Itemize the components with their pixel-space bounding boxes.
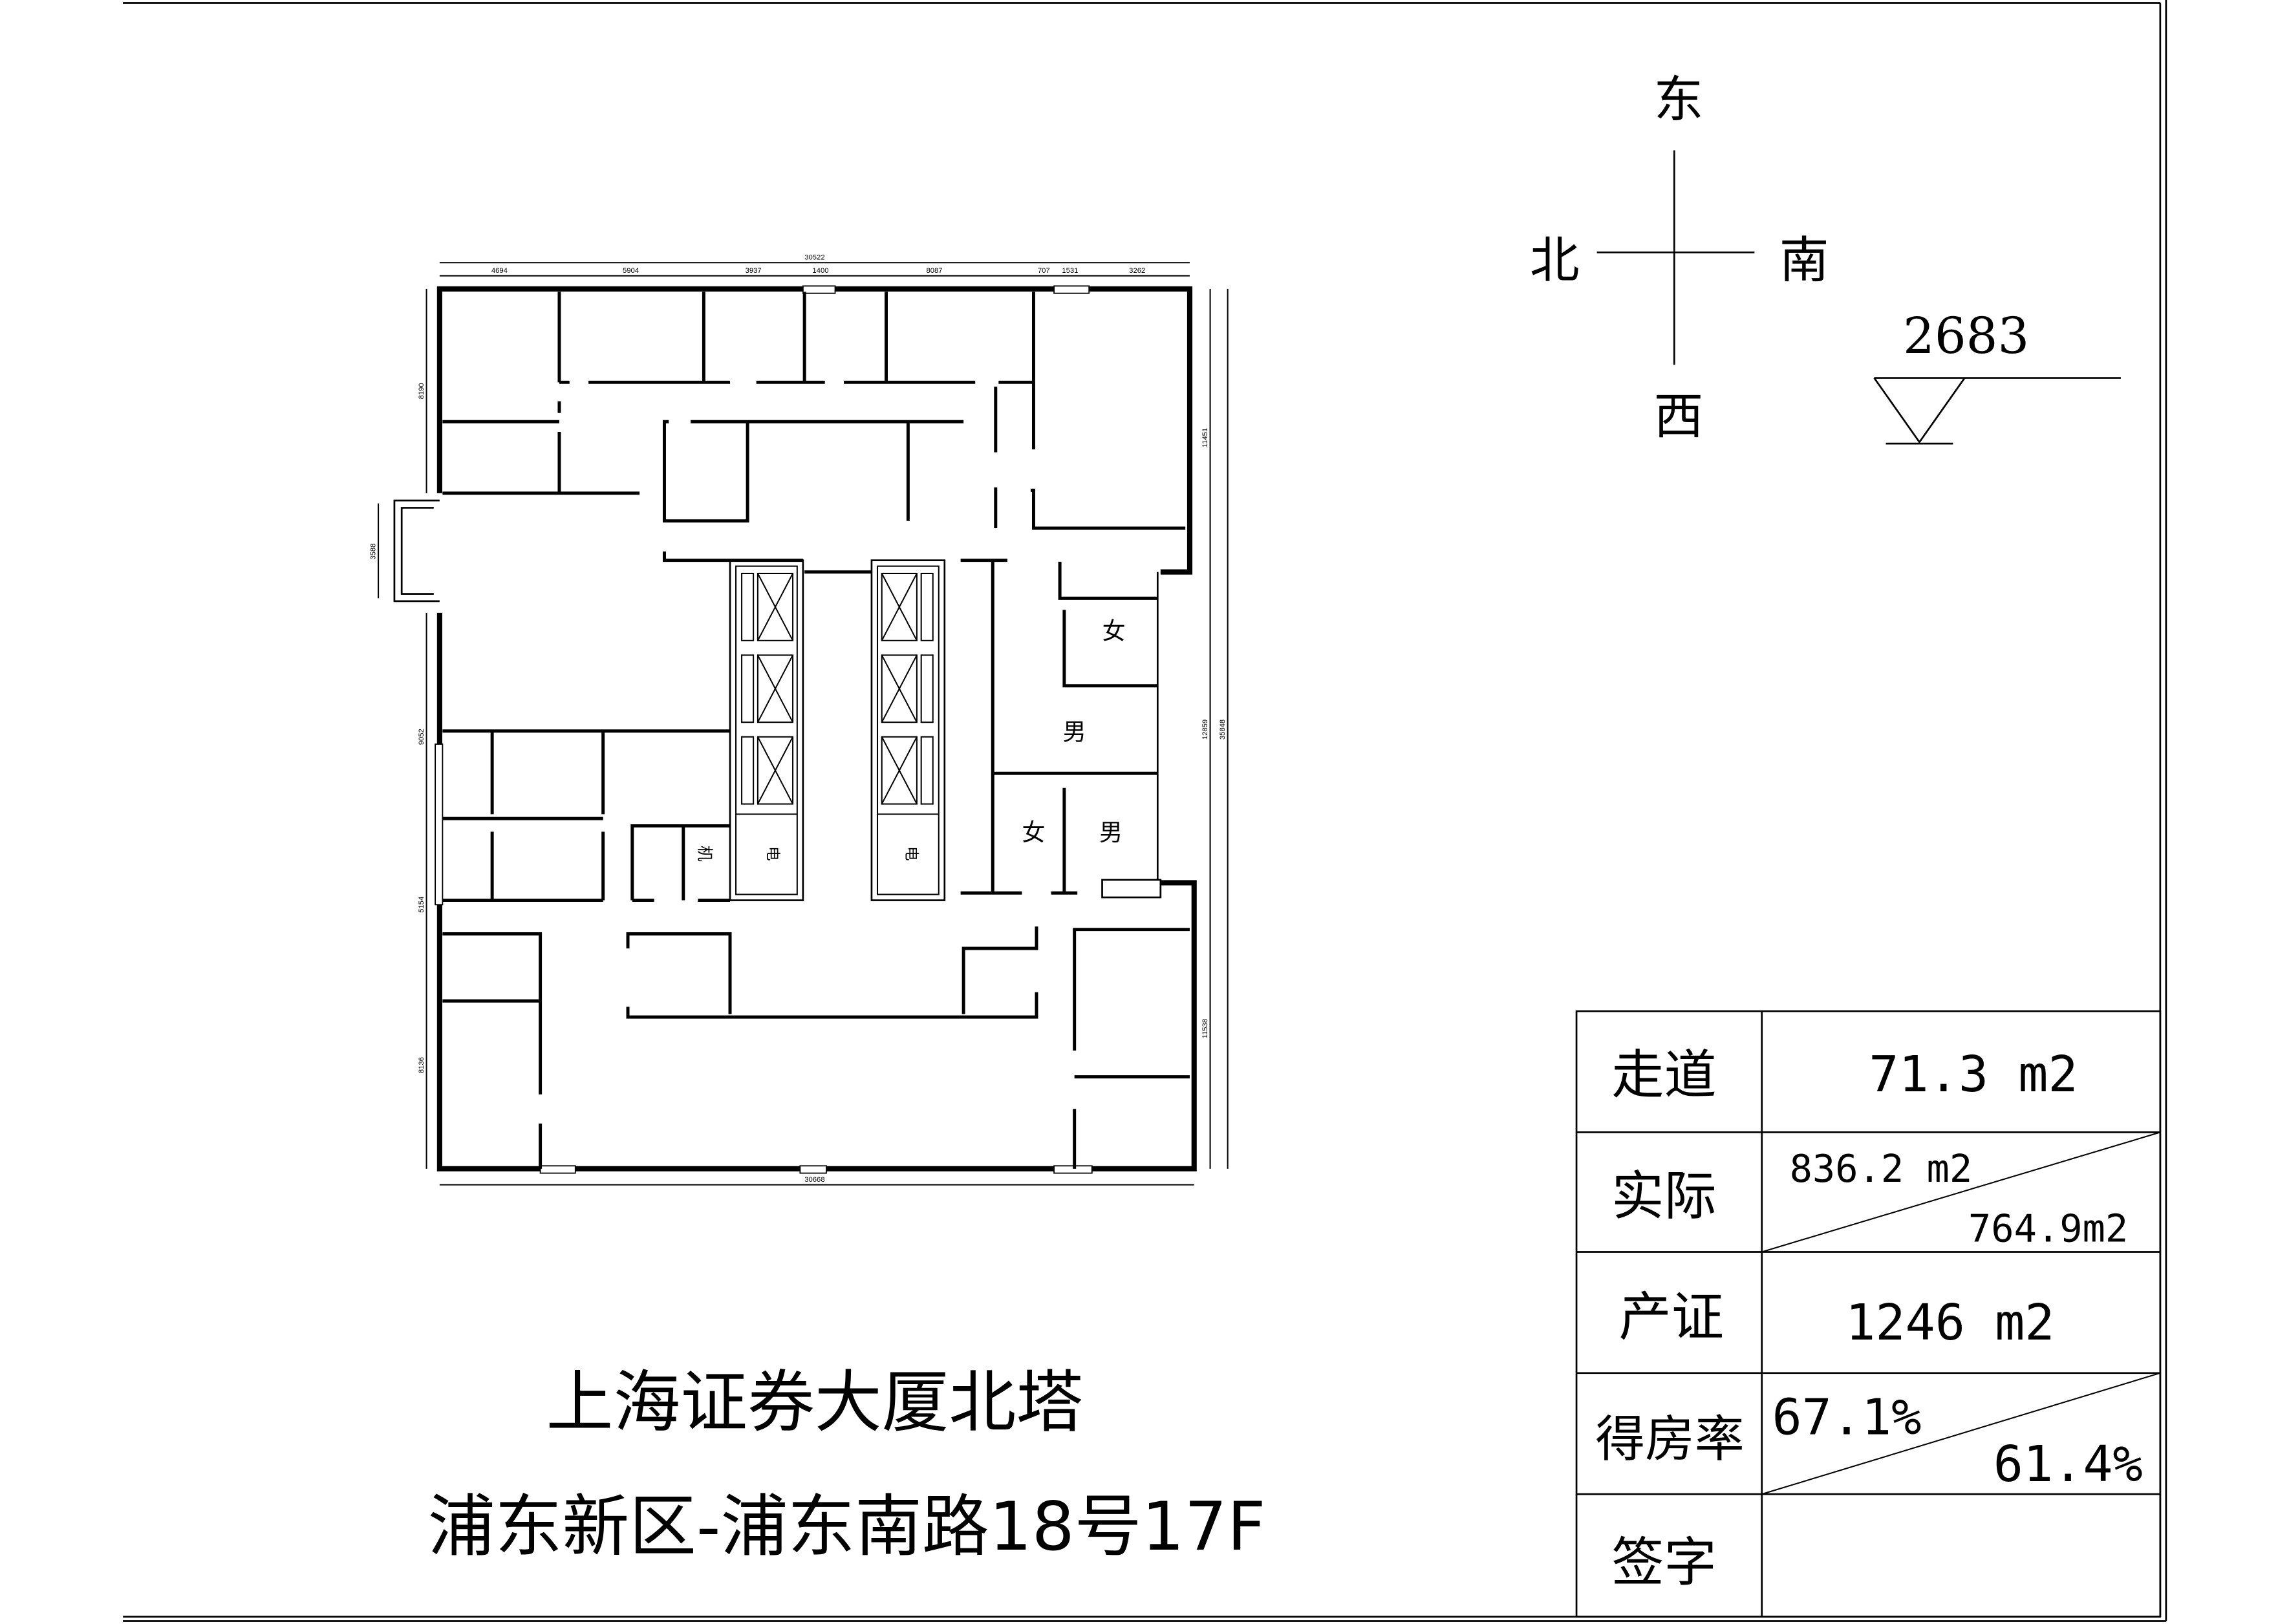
dim-top-seg: 1531 bbox=[1062, 267, 1078, 275]
dim-right-seg: 12859 bbox=[1201, 720, 1209, 740]
dim-top-seg: 3262 bbox=[1129, 267, 1145, 275]
dim-top-seg: 8087 bbox=[926, 267, 942, 275]
dim-right-seg: 11538 bbox=[1201, 1019, 1209, 1039]
room-label-female: 女 bbox=[1102, 617, 1126, 645]
compass: 东 北 南 西 bbox=[1530, 72, 1829, 446]
dim-top-seg: 3937 bbox=[746, 267, 762, 275]
table-value-efficiency-bottom: 61.4% bbox=[1993, 1436, 2143, 1493]
table-label-signature: 签字 bbox=[1611, 1532, 1717, 1593]
elevation-value: 2683 bbox=[1903, 308, 2029, 365]
dim-top-total: 30522 bbox=[804, 254, 824, 262]
dim-bottom-total: 30668 bbox=[804, 1176, 824, 1184]
dim-left-seg: 9052 bbox=[418, 729, 425, 745]
compass-north: 北 bbox=[1530, 232, 1580, 290]
elevator-bank-1 bbox=[729, 559, 804, 901]
table-value-corridor: 71.3 m2 bbox=[1869, 1046, 2078, 1104]
dim-left-seg: 8190 bbox=[418, 383, 425, 399]
dim-left-seg: 5154 bbox=[418, 897, 425, 913]
room-label-shaft: 电 bbox=[764, 846, 781, 861]
table-value-certificate: 1246 m2 bbox=[1845, 1294, 2054, 1352]
interior-walls bbox=[442, 292, 1190, 1169]
dim-top-seg: 4694 bbox=[491, 267, 508, 275]
compass-west: 西 bbox=[1654, 388, 1704, 445]
dim-left-seg: 3588 bbox=[370, 544, 378, 560]
area-table: 走道 71.3 m2 实际 836.2 m2 764.9m2 产证 1246 m… bbox=[1575, 1010, 2162, 1618]
drawing-frame bbox=[123, 0, 2167, 1622]
compass-east: 东 bbox=[1654, 72, 1704, 129]
dim-top-seg: 1400 bbox=[812, 267, 828, 275]
address-title: 浦东新区-浦东南路18号17F bbox=[428, 1488, 1266, 1566]
table-value-actual-top: 836.2 m2 bbox=[1790, 1147, 1973, 1191]
table-label-corridor: 走道 bbox=[1611, 1045, 1717, 1106]
table-value-efficiency-top: 67.1% bbox=[1772, 1389, 1921, 1447]
room-label-female: 女 bbox=[1022, 818, 1045, 846]
dim-top-seg: 707 bbox=[1038, 267, 1050, 275]
table-value-actual-bottom: 764.9m2 bbox=[1968, 1207, 2128, 1251]
table-label-actual: 实际 bbox=[1611, 1166, 1717, 1227]
elevation-marker: 2683 bbox=[1873, 308, 2121, 445]
room-label-machine: 机 bbox=[696, 846, 715, 862]
elevator-bank-2 bbox=[870, 559, 946, 901]
table-label-certificate: 产证 bbox=[1619, 1287, 1725, 1348]
room-label-male: 男 bbox=[1099, 818, 1123, 846]
room-label-shaft: 电 bbox=[903, 846, 919, 861]
building-title: 上海证券大厦北塔 bbox=[546, 1364, 1084, 1442]
dim-left-seg: 8136 bbox=[418, 1057, 425, 1073]
exterior-walls bbox=[393, 285, 1197, 1174]
dim-top-seg: 5904 bbox=[623, 267, 639, 275]
dimension-lines: 30522 4694 5904 3937 1400 8087 707 1531 … bbox=[370, 254, 1229, 1186]
compass-south: 南 bbox=[1779, 232, 1829, 290]
table-label-efficiency: 得房率 bbox=[1595, 1411, 1744, 1468]
room-label-male: 男 bbox=[1063, 718, 1086, 745]
dim-right-total: 35848 bbox=[1219, 720, 1227, 740]
dim-right-seg: 11451 bbox=[1201, 428, 1209, 448]
